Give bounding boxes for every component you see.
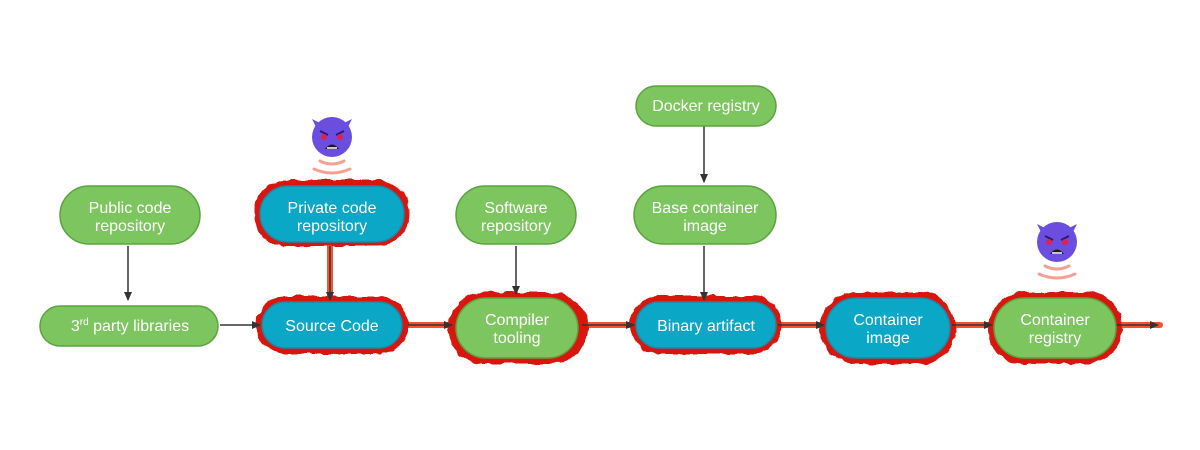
node-label: image [866, 330, 910, 347]
node-label: Software [484, 200, 547, 217]
node-label: Compiler [485, 312, 550, 329]
node-label: Private code [288, 200, 377, 217]
node-software-repository: Software repository [455, 185, 577, 245]
node-docker-registry: Docker registry [635, 85, 777, 127]
node-label: Base container [652, 200, 759, 217]
node-container-registry: Container registry [993, 297, 1117, 359]
node-label: Docker registry [652, 98, 760, 115]
signal-waves-icon [312, 159, 352, 175]
node-container-image: Container image [825, 297, 951, 359]
connectors [124, 126, 1159, 329]
node-label: Container [853, 312, 923, 329]
node-label: repository [95, 218, 165, 235]
node-label: registry [1029, 330, 1081, 347]
node-binary-artifact: Binary artifact [635, 301, 777, 349]
attacker-private-repo [312, 117, 352, 175]
node-label: repository [481, 218, 551, 235]
node-label: Source Code [285, 318, 378, 335]
attacker-container-registry [1037, 222, 1077, 280]
devil-face-icon [312, 117, 352, 157]
node-compiler-tooling: Compiler tooling [455, 297, 579, 359]
node-label: Binary artifact [657, 318, 755, 335]
node-source-code: Source Code [261, 301, 403, 349]
node-label: 3rd party libraries [71, 317, 189, 335]
node-3rd-party-libraries: 3rd party libraries [39, 305, 219, 347]
node-private-code-repository: Private code repository [259, 185, 405, 243]
devil-face-icon [1037, 222, 1077, 262]
node-base-container-image: Base container image [633, 185, 777, 245]
node-label: Public code [89, 200, 172, 217]
node-label: repository [297, 218, 367, 235]
signal-waves-icon [1037, 264, 1077, 280]
node-label: tooling [493, 330, 540, 347]
node-public-code-repository: Public code repository [59, 185, 201, 245]
node-label: image [683, 218, 727, 235]
node-label: Container [1020, 312, 1090, 329]
